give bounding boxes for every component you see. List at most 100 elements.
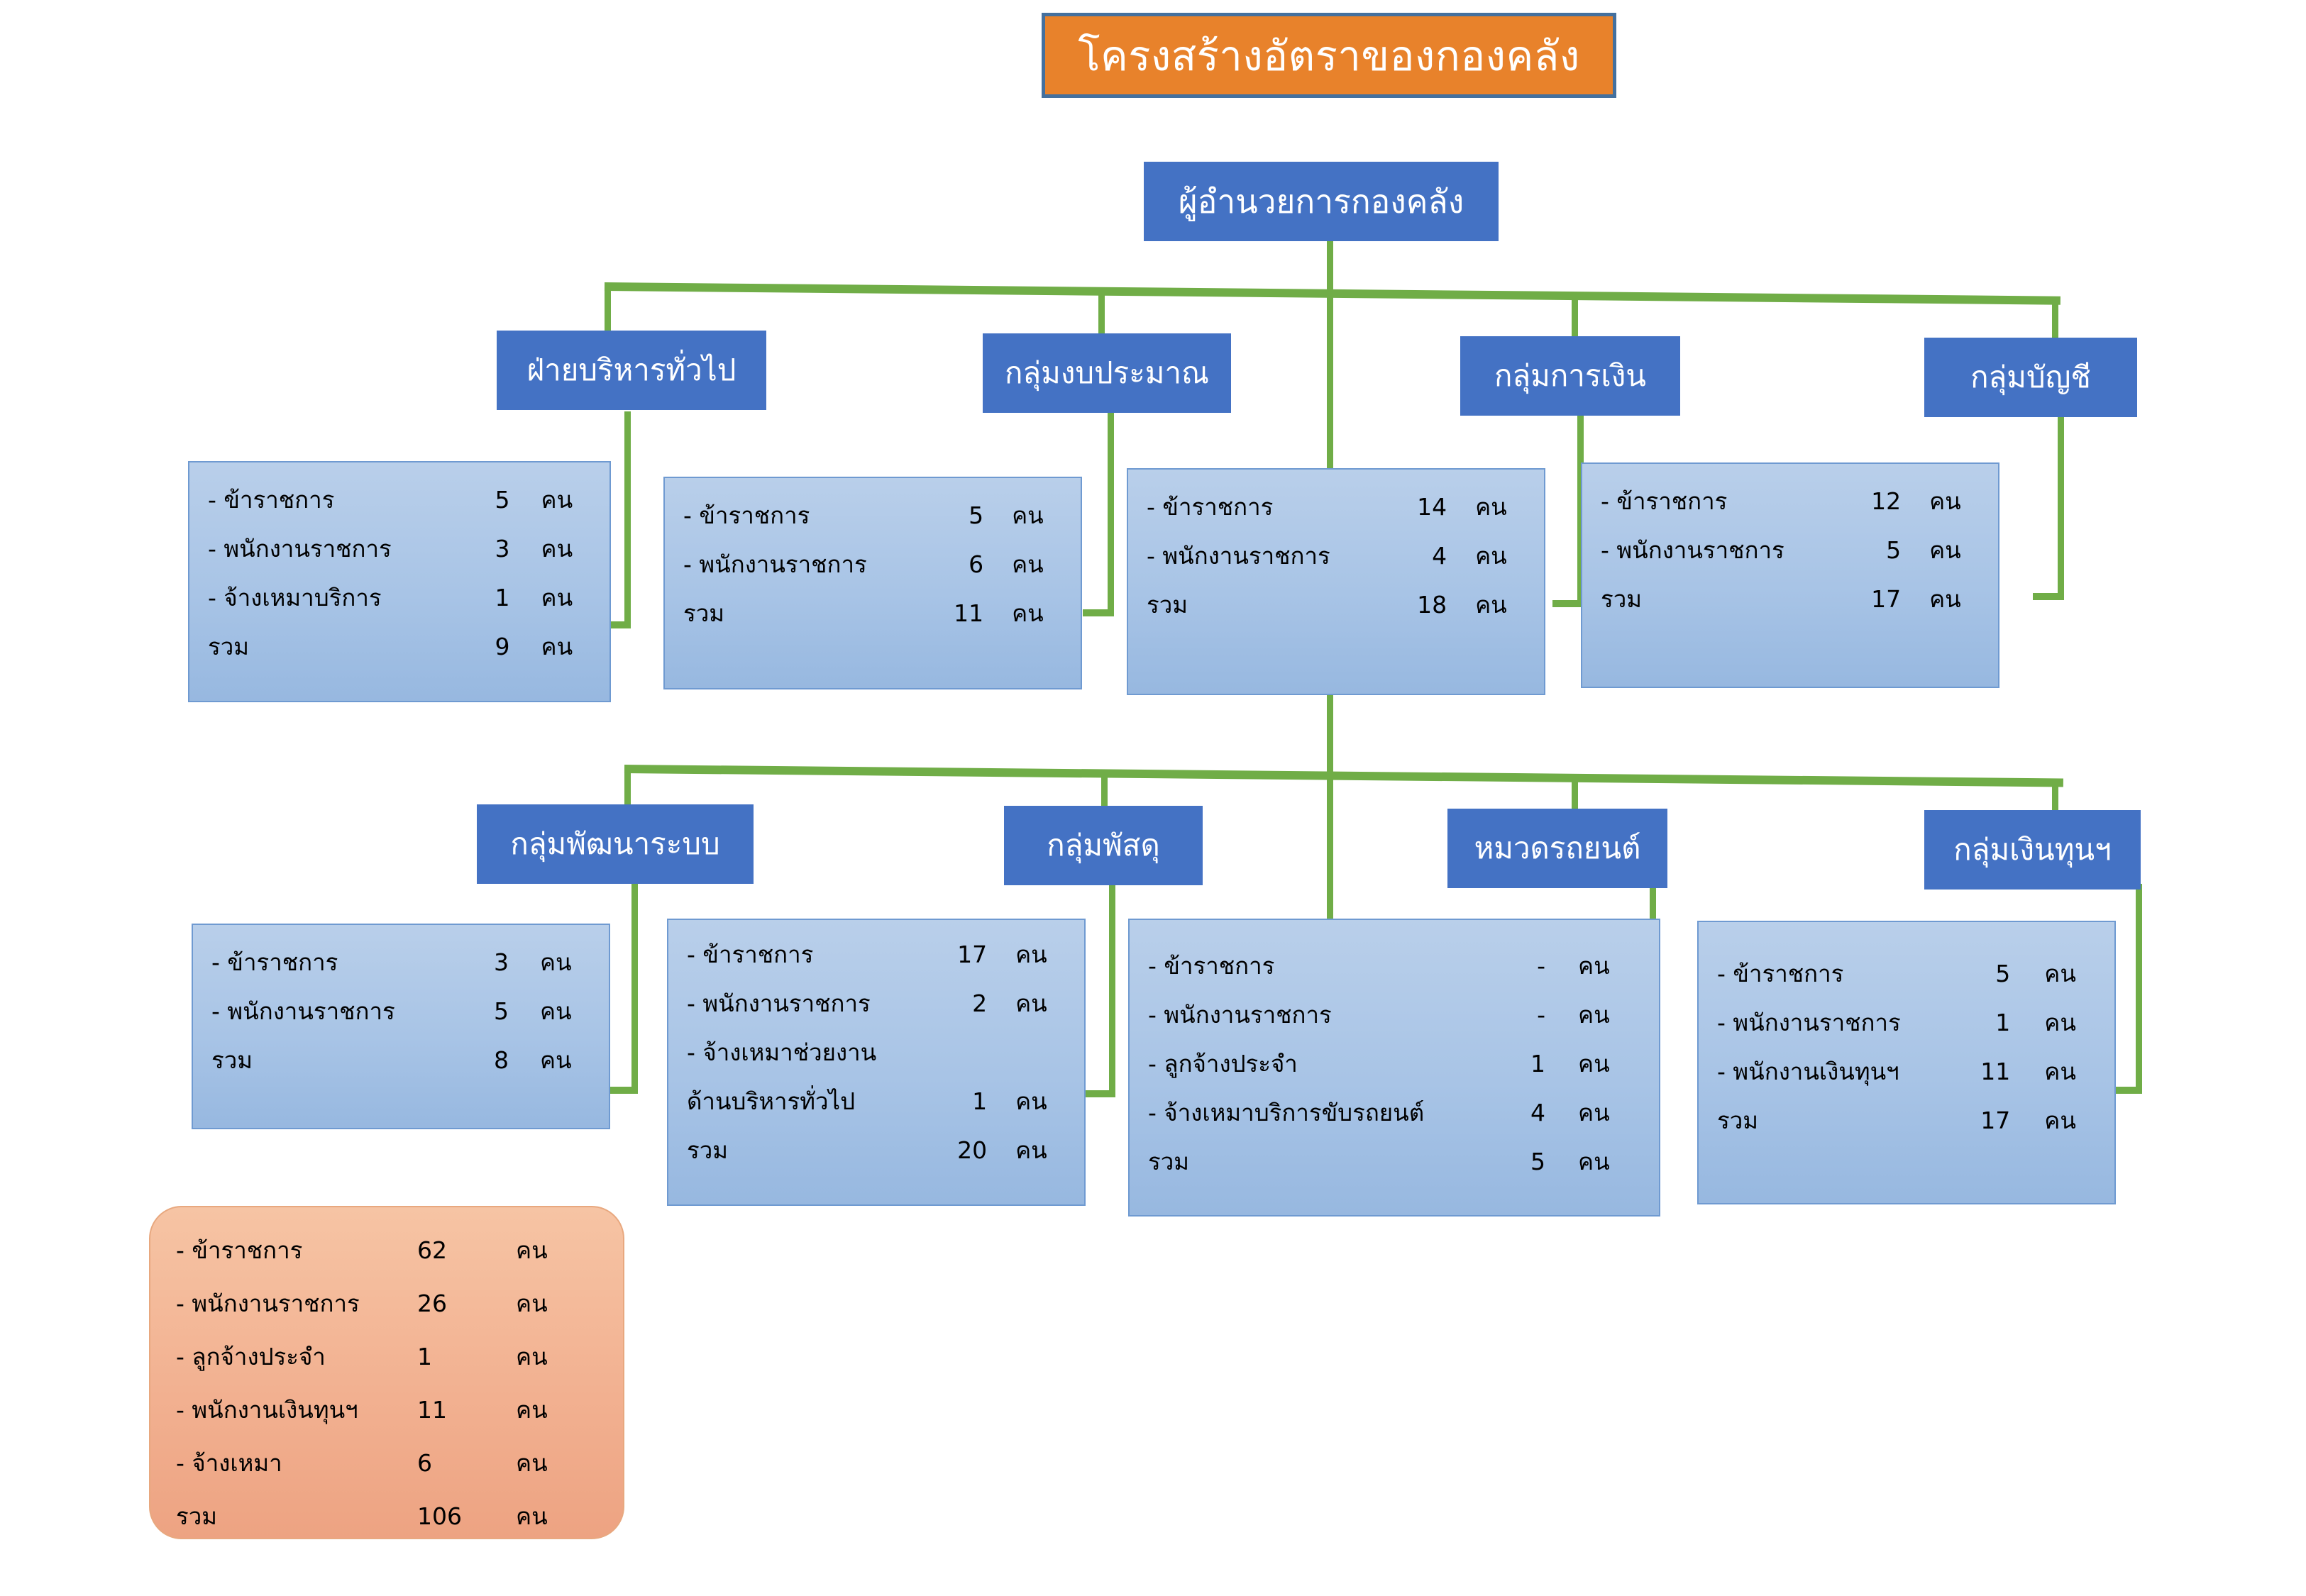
detail-row: - ข้าราชการ 5 คน <box>683 497 1066 534</box>
detail-value: 17 <box>1871 585 1902 613</box>
connector-drop-finance <box>1572 295 1578 336</box>
detail-unit: คน <box>1015 990 1047 1017</box>
detail-value: 5 <box>969 501 984 529</box>
detail-row-total: รวม 11 คน <box>683 594 1066 632</box>
detail-label: - ข้าราชการ <box>1148 952 1275 980</box>
chart-title-text: โครงสร้างอัตราของกองคลัง <box>1078 31 1580 80</box>
connector-director-stem <box>1327 241 1333 291</box>
detail-value: 12 <box>1871 487 1902 515</box>
summary-row: - พนักงานราชการ 26 คน <box>176 1285 606 1322</box>
detail-row: - พนักงานราชการ - คน <box>1148 996 1645 1033</box>
unit-box-general-admin[interactable]: ฝ่ายบริหารทั่วไป <box>497 331 766 410</box>
detail-box-system-dev: - ข้าราชการ 3 คน - พนักงานราชการ 5 คน รว… <box>192 924 610 1129</box>
unit-label-revolving-fund: กลุ่มเงินทุนฯ <box>1953 831 2112 867</box>
detail-value: 6 <box>969 550 984 578</box>
unit-box-budget[interactable]: กลุ่มงบประมาณ <box>983 333 1231 413</box>
connector-elbow-h-budget <box>1083 609 1114 616</box>
detail-label: - ข้าราชการ <box>687 941 814 968</box>
detail-value: 4 <box>1432 542 1447 570</box>
summary-unit: คน <box>516 1502 548 1530</box>
connector-elbow-h-finance <box>1552 600 1584 607</box>
unit-label-director: ผู้อำนวยการกองคลัง <box>1178 182 1464 221</box>
detail-label: รวม <box>211 1046 253 1074</box>
detail-unit: คน <box>1578 1148 1610 1175</box>
detail-row: - พนักงานราชการ 6 คน <box>683 545 1066 583</box>
detail-unit: คน <box>1012 599 1044 627</box>
unit-box-supplies[interactable]: กลุ่มพัสดุ <box>1004 806 1203 885</box>
detail-value: 5 <box>1530 1148 1545 1175</box>
detail-row-total: รวม 5 คน <box>1148 1143 1645 1180</box>
detail-row: - ข้าราชการ 3 คน <box>211 943 595 981</box>
detail-row: - จ้างเหมาบริการขับรถยนต์ 4 คน <box>1148 1094 1645 1131</box>
detail-unit: คน <box>1578 1099 1610 1126</box>
detail-label: - ลูกจ้างประจำ <box>1148 1050 1298 1077</box>
detail-label: - ข้าราชการ <box>211 948 338 976</box>
detail-label: - พนักงานราชการ <box>683 550 867 578</box>
unit-box-accounting[interactable]: กลุ่มบัญชี <box>1924 338 2137 417</box>
summary-value: 62 <box>417 1236 447 1264</box>
connector-drop-budget <box>1098 291 1105 333</box>
detail-value: 14 <box>1417 493 1447 521</box>
detail-value: 1 <box>972 1087 988 1115</box>
unit-box-director[interactable]: ผู้อำนวยการกองคลัง <box>1144 162 1499 241</box>
detail-label: รวม <box>1148 1148 1190 1175</box>
detail-unit: คน <box>1475 542 1507 570</box>
detail-unit: คน <box>2044 960 2076 987</box>
detail-unit: คน <box>1578 1001 1610 1029</box>
connector-drop-vehicle <box>1572 777 1578 817</box>
summary-value: 106 <box>417 1502 462 1530</box>
summary-unit: คน <box>516 1449 548 1477</box>
detail-unit: คน <box>539 948 572 976</box>
detail-value: 20 <box>957 1136 988 1164</box>
detail-value: 2 <box>972 990 988 1017</box>
connector-spine-vertical-lower <box>1327 769 1333 946</box>
connector-drop-system-dev <box>624 769 631 811</box>
connector-drop-supplies <box>1101 773 1108 814</box>
unit-box-system-dev[interactable]: กลุ่มพัฒนาระบบ <box>477 804 754 884</box>
summary-box-total-staff: - ข้าราชการ 62 คน - พนักงานราชการ 26 คน … <box>149 1206 624 1539</box>
summary-unit: คน <box>516 1343 548 1370</box>
detail-row: - พนักงานราชการ 3 คน <box>208 530 595 567</box>
detail-label: - พนักงานราชการ <box>1147 542 1330 570</box>
detail-row: - ข้าราชการ - คน <box>1148 947 1645 985</box>
detail-value: 5 <box>1886 536 1902 564</box>
detail-row: - พนักงานราชการ 5 คน <box>211 992 595 1030</box>
detail-label: - พนักงานเงินทุนฯ <box>1717 1058 1899 1085</box>
summary-label: - พนักงานราชการ <box>176 1290 360 1317</box>
detail-box-general-admin: - ข้าราชการ 5 คน - พนักงานราชการ 3 คน - … <box>188 461 611 702</box>
detail-row: - ข้าราชการ 5 คน <box>208 481 595 519</box>
unit-box-revolving-fund[interactable]: กลุ่มเงินทุนฯ <box>1924 810 2141 890</box>
detail-unit: คน <box>539 1046 572 1074</box>
unit-label-budget: กลุ่มงบประมาณ <box>1004 355 1210 390</box>
detail-unit: คน <box>1012 550 1044 578</box>
summary-label: - พนักงานเงินทุนฯ <box>176 1396 358 1424</box>
detail-value: 11 <box>1980 1058 2011 1085</box>
detail-row: ด้านบริหารทั่วไป 1 คน <box>687 1082 1070 1120</box>
unit-box-vehicle[interactable]: หมวดรถยนต์ <box>1447 809 1667 888</box>
detail-row: - ข้าราชการ 5 คน <box>1717 955 2100 992</box>
detail-value: 3 <box>495 535 510 563</box>
unit-box-finance[interactable]: กลุ่มการเงิน <box>1460 336 1680 416</box>
detail-value: 17 <box>1980 1107 2011 1134</box>
detail-row: - ข้าราชการ 14 คน <box>1147 488 1530 526</box>
detail-value: 3 <box>493 948 509 976</box>
detail-unit: คน <box>541 633 573 660</box>
detail-label: - พนักงานราชการ <box>1148 1001 1332 1029</box>
detail-box-budget: - ข้าราชการ 5 คน - พนักงานราชการ 6 คน รว… <box>663 477 1082 689</box>
unit-label-system-dev: กลุ่มพัฒนาระบบ <box>510 826 720 861</box>
detail-row: - ข้าราชการ 12 คน <box>1601 482 1984 520</box>
detail-unit: คน <box>1475 591 1507 619</box>
detail-value: 1 <box>1530 1050 1545 1077</box>
summary-label: - ข้าราชการ <box>176 1236 303 1264</box>
summary-row: - ข้าราชการ 62 คน <box>176 1231 606 1269</box>
connector-drop-accounting <box>2052 299 2058 339</box>
detail-label: - ข้าราชการ <box>208 486 335 514</box>
detail-value: 5 <box>493 997 509 1025</box>
detail-unit: คน <box>1578 952 1610 980</box>
summary-row: - ลูกจ้างประจำ 1 คน <box>176 1338 606 1375</box>
detail-box-finance: - ข้าราชการ 14 คน - พนักงานราชการ 4 คน ร… <box>1127 468 1545 695</box>
detail-value: 9 <box>495 633 510 660</box>
connector-elbow-v-revolving-fund <box>2136 884 2142 1093</box>
unit-label-supplies: กลุ่มพัสดุ <box>1047 827 1160 863</box>
detail-label: รวม <box>687 1136 729 1164</box>
